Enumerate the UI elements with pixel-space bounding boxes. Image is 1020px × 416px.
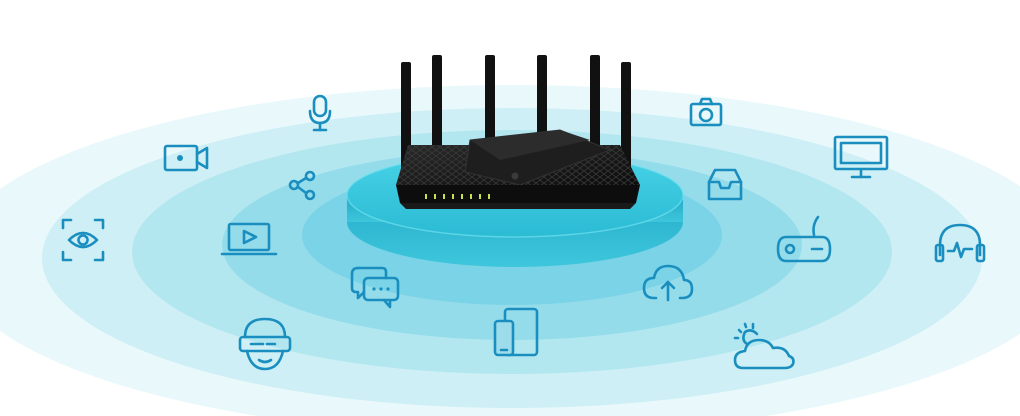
chat-bubbles-icon [350, 266, 400, 309]
status-led [479, 194, 481, 199]
photo-camera-icon [689, 97, 723, 127]
antenna [432, 55, 442, 150]
monitor-icon [833, 135, 889, 179]
game-controller-icon [776, 215, 832, 263]
headphones-icon [934, 223, 986, 263]
share-icon [288, 170, 316, 201]
video-camera-icon [163, 144, 209, 172]
antenna [485, 55, 495, 147]
status-led [425, 194, 427, 199]
router-status-leds [425, 194, 490, 199]
devices-icon [493, 307, 539, 357]
status-led [434, 194, 436, 199]
vr-headset-icon [238, 317, 292, 371]
status-led [443, 194, 445, 199]
laptop-play-icon [220, 222, 278, 256]
eye-scan-icon [61, 218, 105, 262]
antenna [621, 62, 631, 170]
router-antennas [401, 55, 631, 170]
status-led [470, 194, 472, 199]
router [396, 55, 640, 209]
microphone-icon [308, 94, 332, 132]
status-led [452, 194, 454, 199]
antenna [590, 55, 600, 150]
antenna [401, 62, 411, 170]
status-led [488, 194, 490, 199]
status-led [461, 194, 463, 199]
cloud-upload-icon [642, 264, 694, 302]
antenna [537, 55, 547, 147]
weather-cloud-icon [733, 322, 795, 370]
inbox-tray-icon [707, 168, 743, 201]
